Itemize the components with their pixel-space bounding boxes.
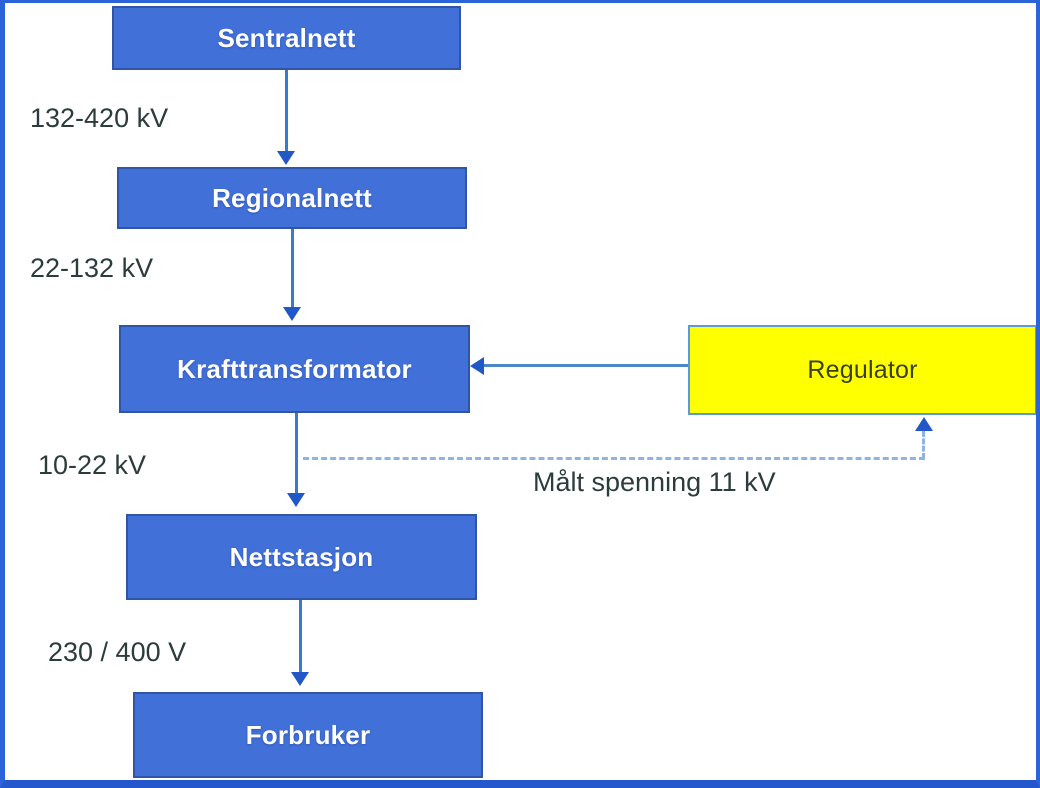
feedback-dashed-horizontal-line (303, 457, 925, 460)
feedback-dashed-vertical-line (922, 431, 925, 459)
node-forbruker-label: Forbruker (245, 719, 371, 750)
arrow-regulator-kraft-line (483, 364, 688, 367)
arrow-kraft-nettstasjon-line (295, 413, 298, 495)
node-forbruker: Forbruker (133, 692, 483, 778)
edge-label-230-400v: 230 / 400 V (48, 637, 187, 667)
arrow-nettstasjon-forbruker-line (299, 600, 302, 674)
arrow-nettstasjon-forbruker-head-icon (291, 672, 309, 686)
node-nettstasjon-label: Nettstasjon (229, 541, 374, 572)
feedback-arrow-head-icon (915, 417, 933, 431)
arrow-regulator-kraft-head-icon (470, 357, 484, 375)
arrow-sentral-regional-line (285, 70, 288, 154)
arrow-kraft-nettstasjon-head-icon (287, 493, 305, 507)
node-regulator-label: Regulator (807, 355, 918, 384)
node-krafttransformator-label: Krafttransformator (177, 353, 412, 384)
arrow-regional-kraft-line (291, 229, 294, 309)
arrow-regional-kraft-head-icon (283, 307, 301, 321)
node-nettstasjon: Nettstasjon (126, 514, 477, 600)
edge-label-10-22kv: 10-22 kV (38, 450, 147, 480)
edge-label-malt-spenning: Målt spenning 11 kV (533, 467, 776, 497)
edge-label-132-420kv: 132-420 kV (30, 103, 169, 133)
node-sentralnett: Sentralnett (112, 6, 461, 70)
arrow-sentral-regional-head-icon (277, 151, 295, 165)
node-regulator: Regulator (688, 325, 1036, 415)
node-regionalnett-label: Regionalnett (212, 182, 372, 213)
node-krafttransformator: Krafttransformator (119, 325, 470, 413)
node-regionalnett: Regionalnett (117, 167, 467, 229)
node-sentralnett-label: Sentralnett (217, 22, 356, 53)
edge-label-22-132kv: 22-132 kV (30, 253, 154, 283)
